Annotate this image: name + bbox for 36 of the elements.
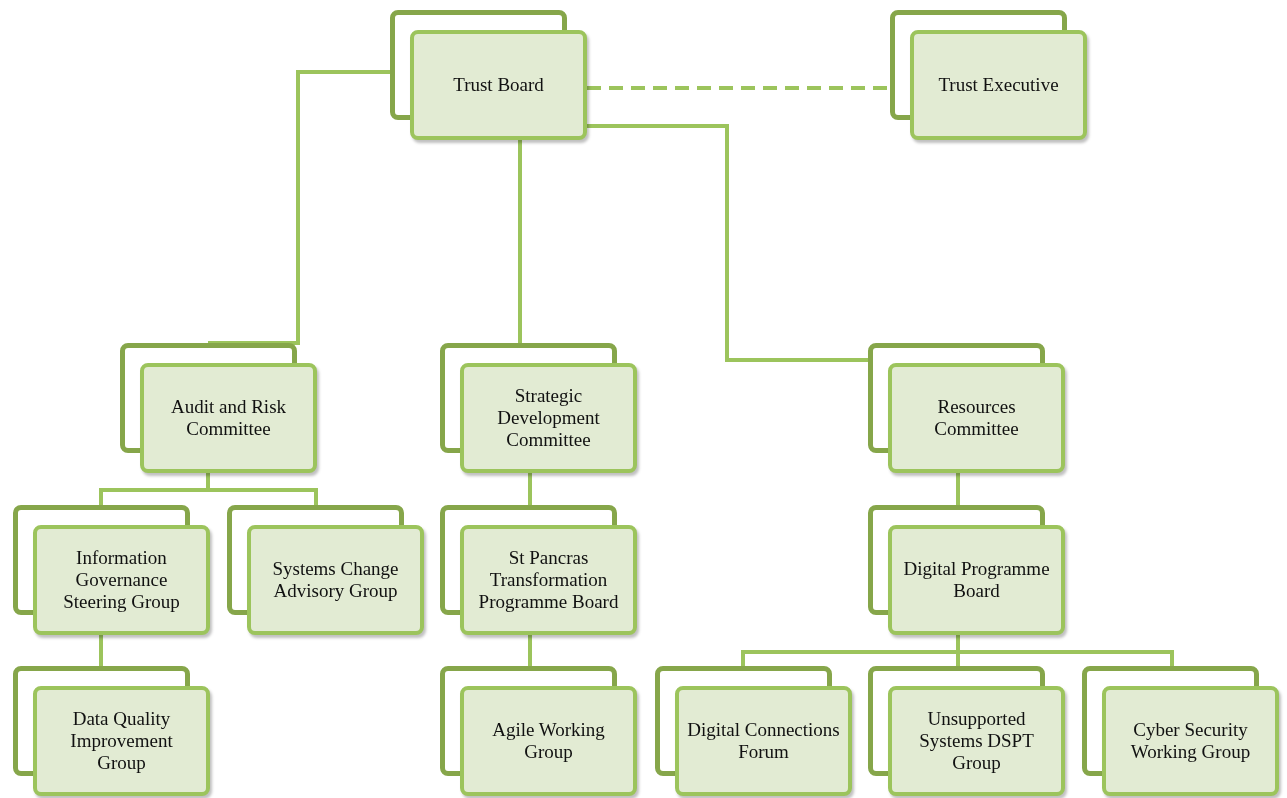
stacked-box <box>13 666 210 796</box>
stacked-box <box>1082 666 1279 796</box>
connector-line <box>528 635 532 666</box>
stacked-box <box>13 505 210 635</box>
box-label: Resources Committee <box>933 396 1020 440</box>
box-label: Systems Change Advisory Group <box>271 558 400 602</box>
stacked-box <box>390 10 587 140</box>
stacked-box <box>890 10 1087 140</box>
box-label: Information Governance Steering Group <box>62 547 181 613</box>
stacked-box <box>227 505 424 635</box>
box-label: Trust Executive <box>938 74 1059 96</box>
box-label: Unsupported Systems DSPT Group <box>918 708 1035 774</box>
stacked-box <box>440 343 637 473</box>
box-label: Audit and Risk Committee <box>169 396 288 440</box>
stacked-box <box>868 505 1065 635</box>
dashed-connector <box>587 86 890 90</box>
connector-line <box>99 635 103 666</box>
box-label: Digital Programme Board <box>902 558 1051 602</box>
box-label: Trust Board <box>453 74 544 96</box>
connector-line <box>518 140 522 343</box>
box-label: Cyber Security Working Group <box>1129 719 1252 763</box>
connector-line <box>956 473 960 505</box>
box-label: St Pancras Transformation Programme Board <box>477 547 620 613</box>
box-label: Digital Connections Forum <box>687 719 840 763</box>
stacked-box <box>440 666 637 796</box>
stacked-box <box>440 505 637 635</box>
box-label: Strategic Development Committee <box>496 385 601 451</box>
connector-line <box>528 473 532 505</box>
box-label: Data Quality Improvement Group <box>69 708 174 774</box>
connector-line <box>587 124 868 362</box>
box-label: Agile Working Group <box>491 719 606 763</box>
stacked-box <box>868 343 1065 473</box>
stacked-box <box>120 343 317 473</box>
connector-line <box>208 70 390 345</box>
stacked-box <box>655 666 852 796</box>
stacked-box <box>868 666 1065 796</box>
